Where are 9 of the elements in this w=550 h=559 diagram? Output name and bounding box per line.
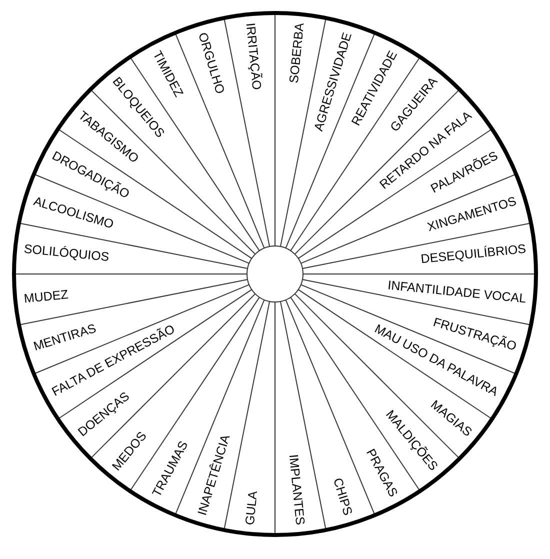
sector-label: INFANTILIDADE VOCAL — [386, 278, 526, 305]
sector-label: IMPLANTES — [286, 454, 306, 526]
sector-label: SOBERBA — [288, 22, 306, 84]
sector-label: DESEQUILÍBRIOS — [420, 243, 526, 266]
sector-label: SOLILÓQUIOS — [24, 243, 110, 264]
sector-label: MUDEZ — [24, 288, 70, 305]
sector-label: GULA — [244, 490, 260, 526]
sector-label: CHIPS — [331, 476, 354, 517]
sector-label: IRRITAÇÃO — [244, 22, 264, 91]
